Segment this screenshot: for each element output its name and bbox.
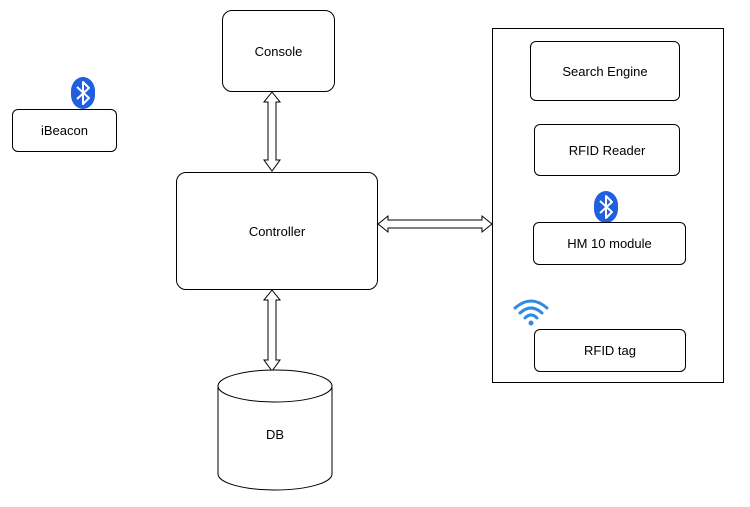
rfid-tag-node: RFID tag bbox=[534, 329, 686, 372]
hm10-module-node: HM 10 module bbox=[533, 222, 686, 265]
ibeacon-label: iBeacon bbox=[41, 123, 88, 138]
controller-label: Controller bbox=[248, 223, 306, 239]
controller-db-arrow bbox=[262, 289, 282, 372]
rfid-reader-label: RFID Reader bbox=[568, 142, 646, 158]
console-node: Console bbox=[222, 10, 335, 92]
hm10-module-label: HM 10 module bbox=[567, 236, 652, 251]
console-controller-arrow bbox=[262, 91, 282, 172]
controller-panel-arrow bbox=[377, 214, 493, 234]
search-engine-node: Search Engine bbox=[530, 41, 680, 101]
search-engine-label: Search Engine bbox=[562, 63, 648, 79]
controller-node: Controller bbox=[176, 172, 378, 290]
bluetooth-icon bbox=[71, 77, 95, 109]
ibeacon-node: iBeacon bbox=[12, 109, 117, 152]
bluetooth-icon bbox=[594, 191, 618, 223]
rfid-reader-node: RFID Reader bbox=[534, 124, 680, 176]
wifi-icon bbox=[513, 299, 549, 326]
db-label: DB bbox=[265, 427, 285, 442]
rfid-tag-label: RFID tag bbox=[583, 343, 636, 358]
console-label: Console bbox=[254, 43, 303, 59]
db-cylinder bbox=[217, 369, 333, 491]
